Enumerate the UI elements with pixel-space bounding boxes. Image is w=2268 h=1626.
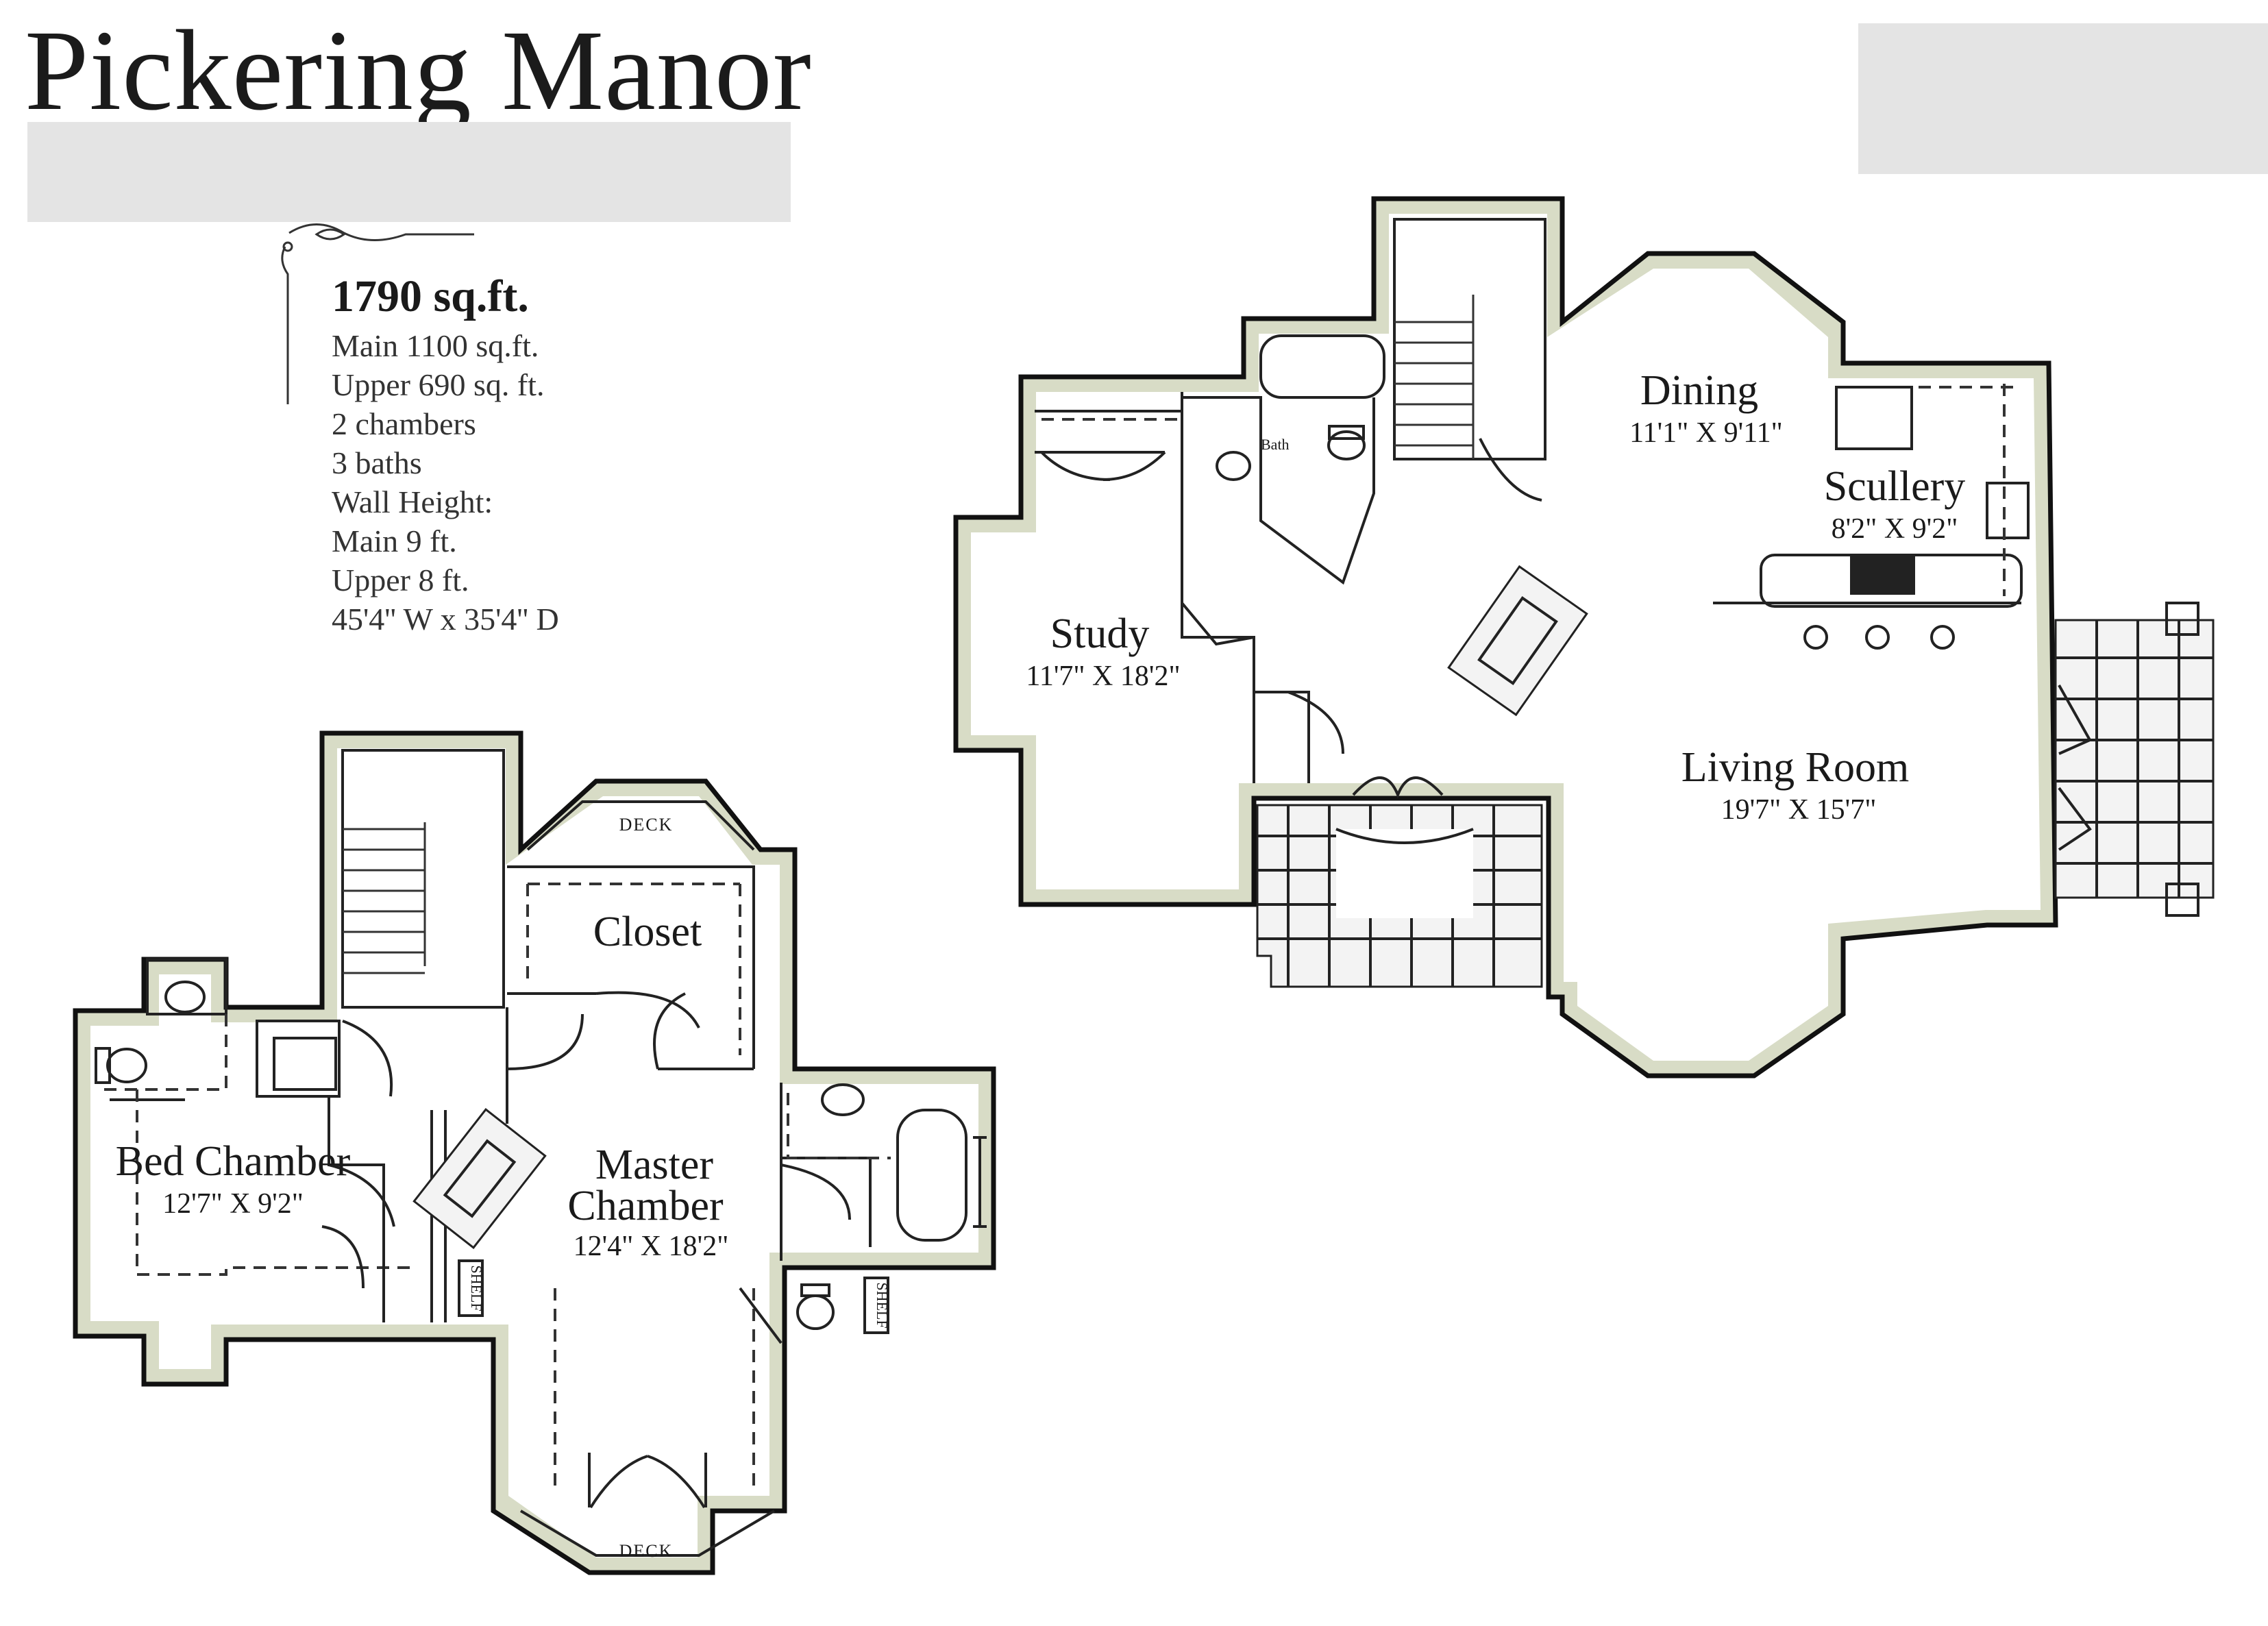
stool <box>1803 625 1828 650</box>
bed-chamber-door <box>328 1096 395 1322</box>
bathtub <box>1259 334 1385 399</box>
master-toilet <box>796 1294 835 1330</box>
entry-closet <box>1254 691 1344 783</box>
master-closet-line <box>739 1287 782 1344</box>
upper-stair-treads <box>343 822 426 974</box>
study-wall <box>1181 392 1255 783</box>
scullery-sink <box>1986 482 2030 539</box>
bed-closet-door <box>321 1225 365 1289</box>
closet-front <box>507 992 754 1070</box>
plan-title: Pickering Manor <box>25 7 812 134</box>
master-sink <box>821 1083 865 1116</box>
study-dimensions: 11'7" X 18'2" <box>1026 661 1180 692</box>
stat-line: Main 1100 sq.ft. <box>332 328 539 363</box>
toilet-tank <box>95 1047 111 1084</box>
stat-line: Upper 690 sq. ft. <box>332 367 545 402</box>
bath-nook <box>146 958 227 1015</box>
scullery-label: Scullery <box>1824 463 1966 510</box>
toilet <box>1327 430 1366 460</box>
closet-wall <box>507 865 755 1069</box>
stool <box>1930 625 1955 650</box>
cooktop <box>1850 554 1915 595</box>
bath-partition <box>96 1014 227 1091</box>
master-chamber-label-line1: Master <box>595 1142 714 1188</box>
bath-sink <box>1216 451 1251 481</box>
top-deck-rail <box>526 800 755 851</box>
stat-line: 3 baths <box>332 445 422 480</box>
upper-fireplace <box>412 1108 547 1249</box>
bed-chamber-bath <box>95 958 393 1101</box>
study-doors <box>1040 451 1166 481</box>
vanity-dash <box>787 1093 891 1159</box>
bath-walls <box>1182 396 1375 585</box>
upper-floor-plan: DECK DECK Closet <box>73 730 996 1575</box>
kitchen-fixtures <box>1713 384 2030 650</box>
master-toilet-tank <box>800 1283 830 1297</box>
toilet <box>106 1048 147 1083</box>
house-stats: 1790 sq.ft. Main 1100 sq.ft. Upper 690 s… <box>332 267 559 639</box>
bottom-deck-label: DECK <box>619 1541 674 1561</box>
stat-line: 2 chambers <box>332 406 476 441</box>
washer-inner <box>273 1037 337 1091</box>
stat-line: 45'4'' W x 35'4'' D <box>332 602 559 637</box>
stat-line: Upper 8 ft. <box>332 563 469 598</box>
living-room-label: Living Room <box>1681 744 1909 791</box>
stat-line: Main 9 ft. <box>332 523 457 558</box>
stool <box>1865 625 1890 650</box>
main-stair <box>1393 218 1546 460</box>
stair-landing-door <box>506 1007 584 1124</box>
dining-label: Dining <box>1640 367 1758 414</box>
bed-chamber-dash <box>136 1089 411 1276</box>
master-bathtub <box>896 1109 967 1242</box>
washer <box>256 1020 341 1098</box>
scullery-dimensions: 8'2" X 9'2" <box>1832 513 1958 545</box>
closet-label: Closet <box>593 909 702 955</box>
stat-line: Wall Height: <box>332 484 493 519</box>
bed-chamber-label: Bed Chamber <box>116 1138 351 1185</box>
bottom-deck-doors <box>588 1453 707 1509</box>
main-floor-plan: Bath <box>953 196 2215 1079</box>
upper-stair <box>341 749 505 1009</box>
appliance <box>1835 386 1913 450</box>
main-fireplace <box>1447 565 1588 717</box>
shelf-label: SHELF <box>874 1282 891 1328</box>
master-bath-door <box>780 1163 851 1220</box>
toilet-tank <box>1328 425 1365 440</box>
shelf-box <box>863 1277 889 1334</box>
bed-chamber-dimensions: 12'7" X 9'2" <box>162 1188 304 1220</box>
master-bath: SHELF <box>780 1083 987 1334</box>
side-stone-porch <box>2054 602 2215 917</box>
study-label: Study <box>1050 611 1150 657</box>
front-stone-terrace <box>1256 776 1543 988</box>
master-chamber-dash <box>554 1288 755 1487</box>
closet-doors <box>595 991 700 1070</box>
sink <box>164 981 206 1013</box>
closet-shelving <box>526 883 741 1055</box>
top-deck-label: DECK <box>619 815 674 835</box>
bottom-deck-rail <box>519 1510 776 1557</box>
living-room-dimensions: 19'7" X 15'7" <box>1721 794 1877 826</box>
flourish-ornament-icon <box>281 223 474 404</box>
bath-label: Bath <box>1261 436 1290 453</box>
main-stair-treads <box>1394 295 1542 502</box>
shelf-box <box>458 1259 484 1317</box>
master-chamber-dimensions: 12'4" X 18'2" <box>574 1231 729 1262</box>
window <box>973 1136 987 1228</box>
laundry-door <box>342 1020 393 1097</box>
dining-dimensions: 11'1" X 9'11" <box>1629 417 1783 449</box>
master-chamber-label-line2: Chamber <box>567 1183 724 1229</box>
redacted-subtitle-block <box>27 122 791 222</box>
counter-edge <box>1919 384 2014 596</box>
shelf-label: SHELF <box>468 1265 485 1311</box>
front-doors <box>1352 776 1444 799</box>
total-area: 1790 sq.ft. <box>332 271 529 321</box>
redacted-corner-block <box>1858 23 2268 174</box>
study-door <box>1181 602 1255 646</box>
